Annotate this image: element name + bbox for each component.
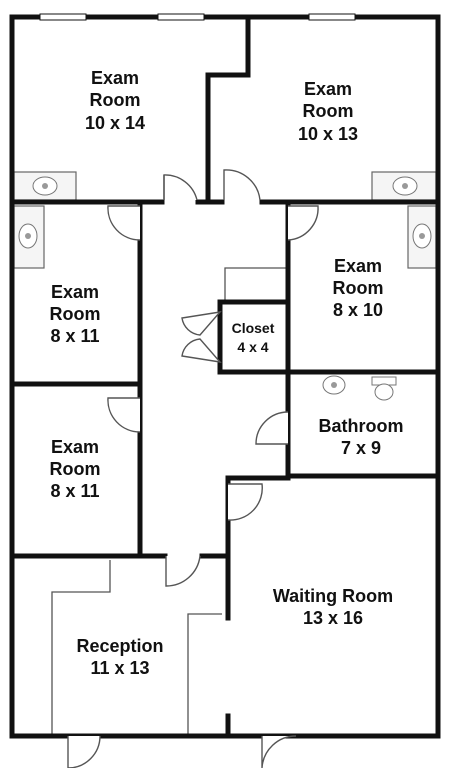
room-bathroom: Bathroom 7 x 9: [319, 416, 404, 458]
room-size: 8 x 10: [333, 300, 383, 320]
counter-sink-exam-ml: [13, 205, 45, 269]
bathroom-sink: [322, 375, 346, 395]
room-size: 8 x 11: [50, 326, 99, 346]
room-size: 10 x 14: [85, 113, 145, 133]
room-waiting: Waiting Room 13 x 16: [273, 586, 393, 628]
room-label: Room: [50, 459, 101, 479]
room-size: 13 x 16: [303, 608, 363, 628]
room-label: Room: [50, 304, 101, 324]
room-size: 8 x 11: [50, 481, 99, 501]
room-label: Exam: [334, 256, 382, 276]
bathroom-toilet: [371, 376, 397, 401]
room-label: Exam: [51, 282, 99, 302]
room-label: Waiting Room: [273, 586, 393, 606]
room-label: Room: [333, 278, 384, 298]
room-exam-top-left: Exam Room 10 x 14: [85, 68, 145, 133]
counter-sink-exam-mr: [407, 205, 437, 269]
room-size: 7 x 9: [341, 438, 381, 458]
room-label: Closet: [232, 320, 275, 336]
room-label: Reception: [76, 636, 163, 656]
room-exam-lower-left: Exam Room 8 x 11: [50, 437, 101, 501]
room-label: Room: [90, 90, 141, 110]
room-reception: Reception 11 x 13: [76, 636, 163, 678]
room-exam-mid-right: Exam Room 8 x 10: [333, 256, 384, 320]
room-label: Exam: [51, 437, 99, 457]
room-label: Exam: [91, 68, 139, 88]
windows: [39, 13, 356, 21]
room-size: 4 x 4: [237, 339, 268, 355]
reception-counter: [51, 560, 222, 734]
room-size: 11 x 13: [90, 658, 149, 678]
doors: [67, 169, 319, 768]
room-label: Exam: [304, 79, 352, 99]
room-exam-top-right: Exam Room 10 x 13: [298, 79, 358, 144]
room-closet: Closet 4 x 4: [232, 320, 275, 355]
closet-shelf-lines: [224, 267, 288, 302]
counter-sink-exam-tl: [13, 171, 77, 201]
room-size: 10 x 13: [298, 124, 358, 144]
room-exam-mid-left: Exam Room 8 x 11: [50, 282, 101, 346]
counter-sink-exam-tr: [371, 171, 437, 201]
room-label: Bathroom: [319, 416, 404, 436]
room-label: Room: [303, 101, 354, 121]
